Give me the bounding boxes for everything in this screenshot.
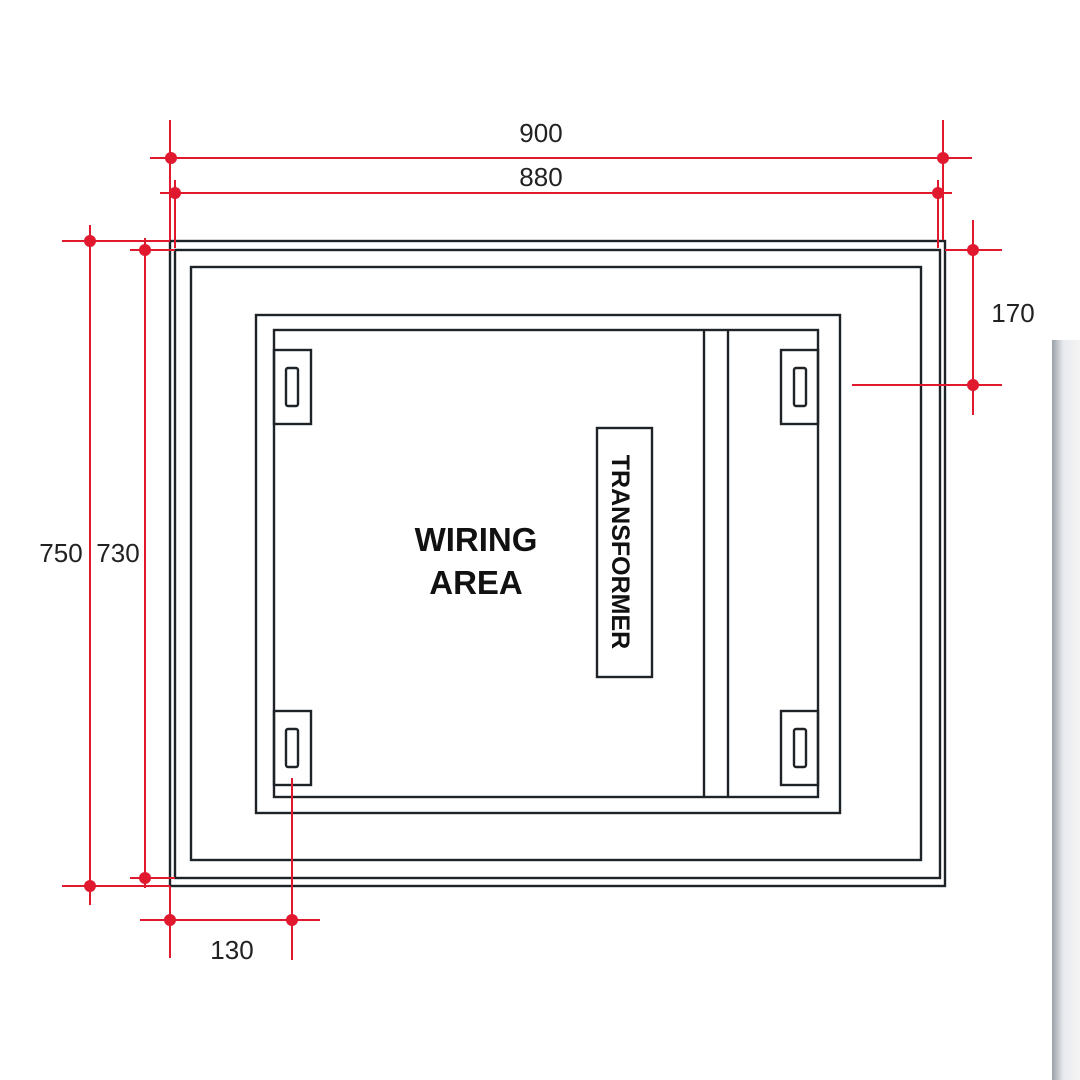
dimension-130: 130	[140, 778, 320, 965]
enclosure-outer-edge	[168, 239, 947, 888]
wiring-area-label: AREA	[429, 564, 523, 601]
dimension-750: 750	[39, 225, 170, 905]
enclosure-inner-edge	[173, 248, 942, 880]
mounting-bracket	[272, 709, 313, 787]
dimension-label: 880	[519, 162, 562, 192]
mounting-bracket	[779, 709, 820, 787]
dimension-label: 130	[210, 935, 253, 965]
wiring-area-label: WIRING	[415, 521, 538, 558]
transformer-label: TRANSFORMER	[606, 455, 634, 649]
enclosure	[168, 239, 947, 888]
enclosure-inner-frame	[189, 265, 923, 862]
dimension-900: 900	[150, 118, 972, 240]
page-edge	[1052, 340, 1080, 1080]
mounting-bracket	[779, 348, 820, 426]
panel-inner	[272, 328, 820, 799]
panel-outer	[254, 313, 842, 815]
dimension-label: 730	[96, 538, 139, 568]
dimension-730: 730	[96, 238, 175, 888]
mounting-panel: TRANSFORMER WIRING AREA	[254, 313, 842, 815]
dimension-label: 170	[991, 298, 1034, 328]
dimension-label: 750	[39, 538, 82, 568]
dimension-170: 170	[852, 220, 1035, 415]
mounting-bracket	[272, 348, 313, 426]
transformer-box	[595, 426, 654, 679]
dimension-880: 880	[160, 162, 952, 248]
dimension-label: 900	[519, 118, 562, 148]
